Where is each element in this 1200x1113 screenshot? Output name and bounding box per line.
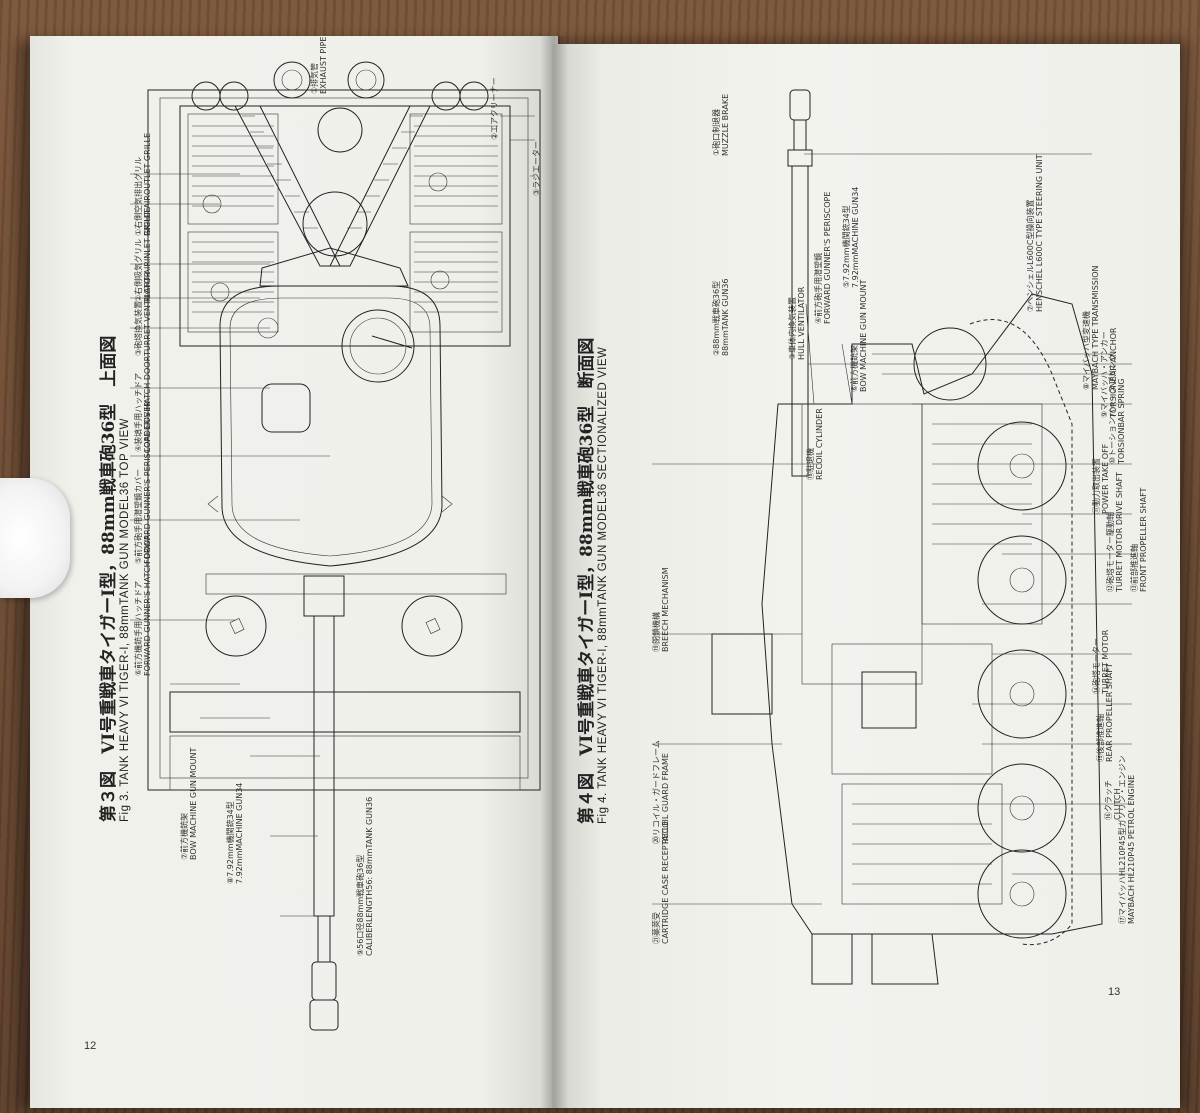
left-page-number: 12 xyxy=(84,1040,97,1052)
right-grille xyxy=(409,113,503,333)
left-title-jp: 第３図 VI号重戦車タイガーI型，88mm戦車砲36型 上面図 xyxy=(99,335,119,822)
callout-leaders-right xyxy=(804,153,1132,875)
right-title-block: 第４図 VI号重戦車タイガーI型，88mm戦車砲36型 断面図 Fig 4. T… xyxy=(572,338,609,824)
hull-front xyxy=(169,573,521,791)
right-page-number: 13 xyxy=(1108,986,1121,998)
right-page: 第４図 VI号重戦車タイガーI型，88mm戦車砲36型 断面図 Fig 4. T… xyxy=(552,44,1180,1108)
crossing-air-pipes xyxy=(202,105,450,302)
exhaust-filters xyxy=(191,61,489,153)
left-top-label-2: ②エアクリーナー xyxy=(490,77,499,140)
turret-top xyxy=(207,247,453,567)
callout-leaders-left xyxy=(130,173,330,917)
right-title-en: Fig 4. TANK HEAVY VI TIGER-I, 88mmTANK G… xyxy=(597,346,609,824)
tiger-section-view-drawing xyxy=(652,89,1132,985)
left-grille xyxy=(187,113,279,333)
callout-leaders-left xyxy=(652,463,822,905)
tiger-top-view-drawing xyxy=(130,61,541,1031)
sectional-gun-barrel xyxy=(787,89,813,477)
book-gutter xyxy=(540,36,568,1108)
right-title-jp: 第４図 VI号重戦車タイガーI型，88mm戦車砲36型 断面図 xyxy=(577,337,597,824)
hull-outline xyxy=(147,89,541,791)
sectional-hull xyxy=(711,293,1103,985)
left-title-block: 第３図 VI号重戦車タイガーI型，88mm戦車砲36型 上面図 Fig 3. T… xyxy=(94,336,131,822)
hull-inner-outline xyxy=(159,97,529,779)
engine-deck xyxy=(179,105,511,347)
track-links xyxy=(969,319,1073,946)
white-glove-hand xyxy=(0,478,70,598)
road-wheels xyxy=(913,327,1067,939)
left-page: 第３図 VI号重戦車タイガーI型，88mm戦車砲36型 上面図 Fig 3. T… xyxy=(30,36,558,1108)
callout-leaders-right xyxy=(500,115,535,177)
gun-barrel xyxy=(303,575,345,1031)
left-title-en: Fig 3. TANK HEAVY VI TIGER-I, 88mmTANK G… xyxy=(119,418,131,822)
